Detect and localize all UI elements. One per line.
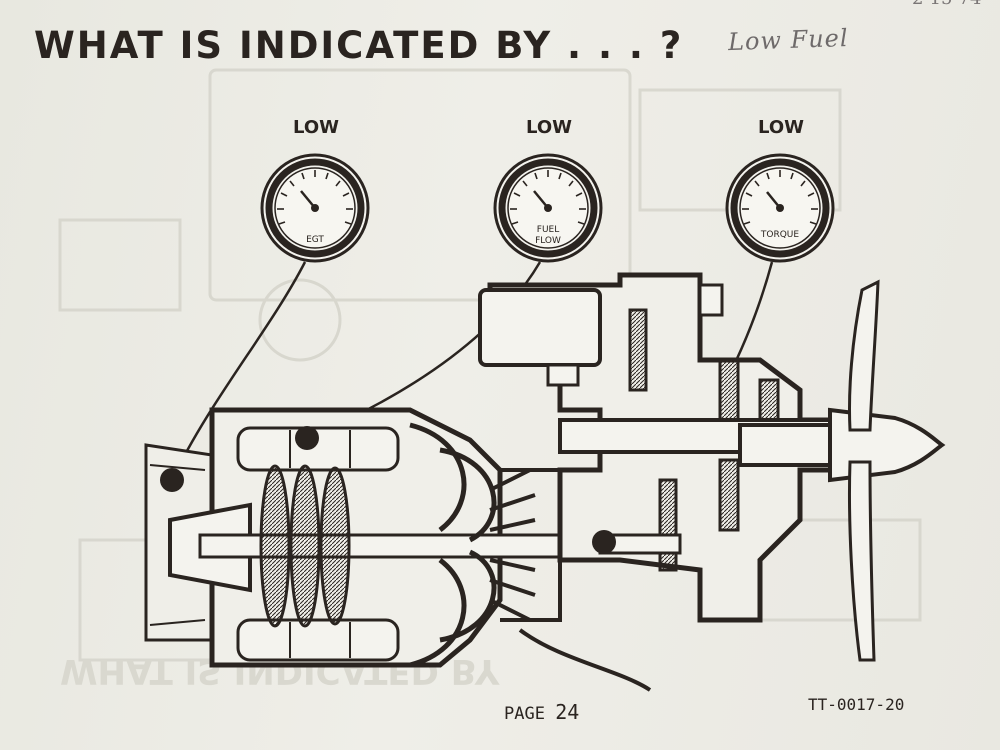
- gauge-fuel-flow: FUEL FLOW: [493, 153, 603, 263]
- gauge-egt-label: LOW: [293, 117, 339, 138]
- gauge-egt-face-label: EGT: [306, 235, 324, 245]
- indicator-points: [160, 426, 616, 554]
- engine-cutaway: [144, 272, 946, 692]
- page-title: WHAT IS INDICATED BY . . . ?: [34, 24, 684, 67]
- gauge-egt: EGT: [260, 153, 370, 263]
- gauge-fuel-flow-label: LOW: [526, 117, 572, 138]
- gauge-torque-face-label: TORQUE: [760, 230, 800, 240]
- page-number: 24: [555, 700, 580, 724]
- page-footer: PAGE 24: [504, 700, 579, 724]
- gauge-fuel-flow-face-label-1: FUEL: [537, 225, 559, 235]
- document-id: TT-0017-20: [808, 695, 905, 714]
- page-prefix: PAGE: [504, 704, 545, 724]
- corner-mark: 2-15-74: [912, 0, 981, 9]
- gauge-torque: TORQUE: [725, 153, 835, 263]
- gauge-torque-label: LOW: [758, 117, 804, 138]
- gauge-fuel-flow-face-label-2: FLOW: [535, 236, 561, 246]
